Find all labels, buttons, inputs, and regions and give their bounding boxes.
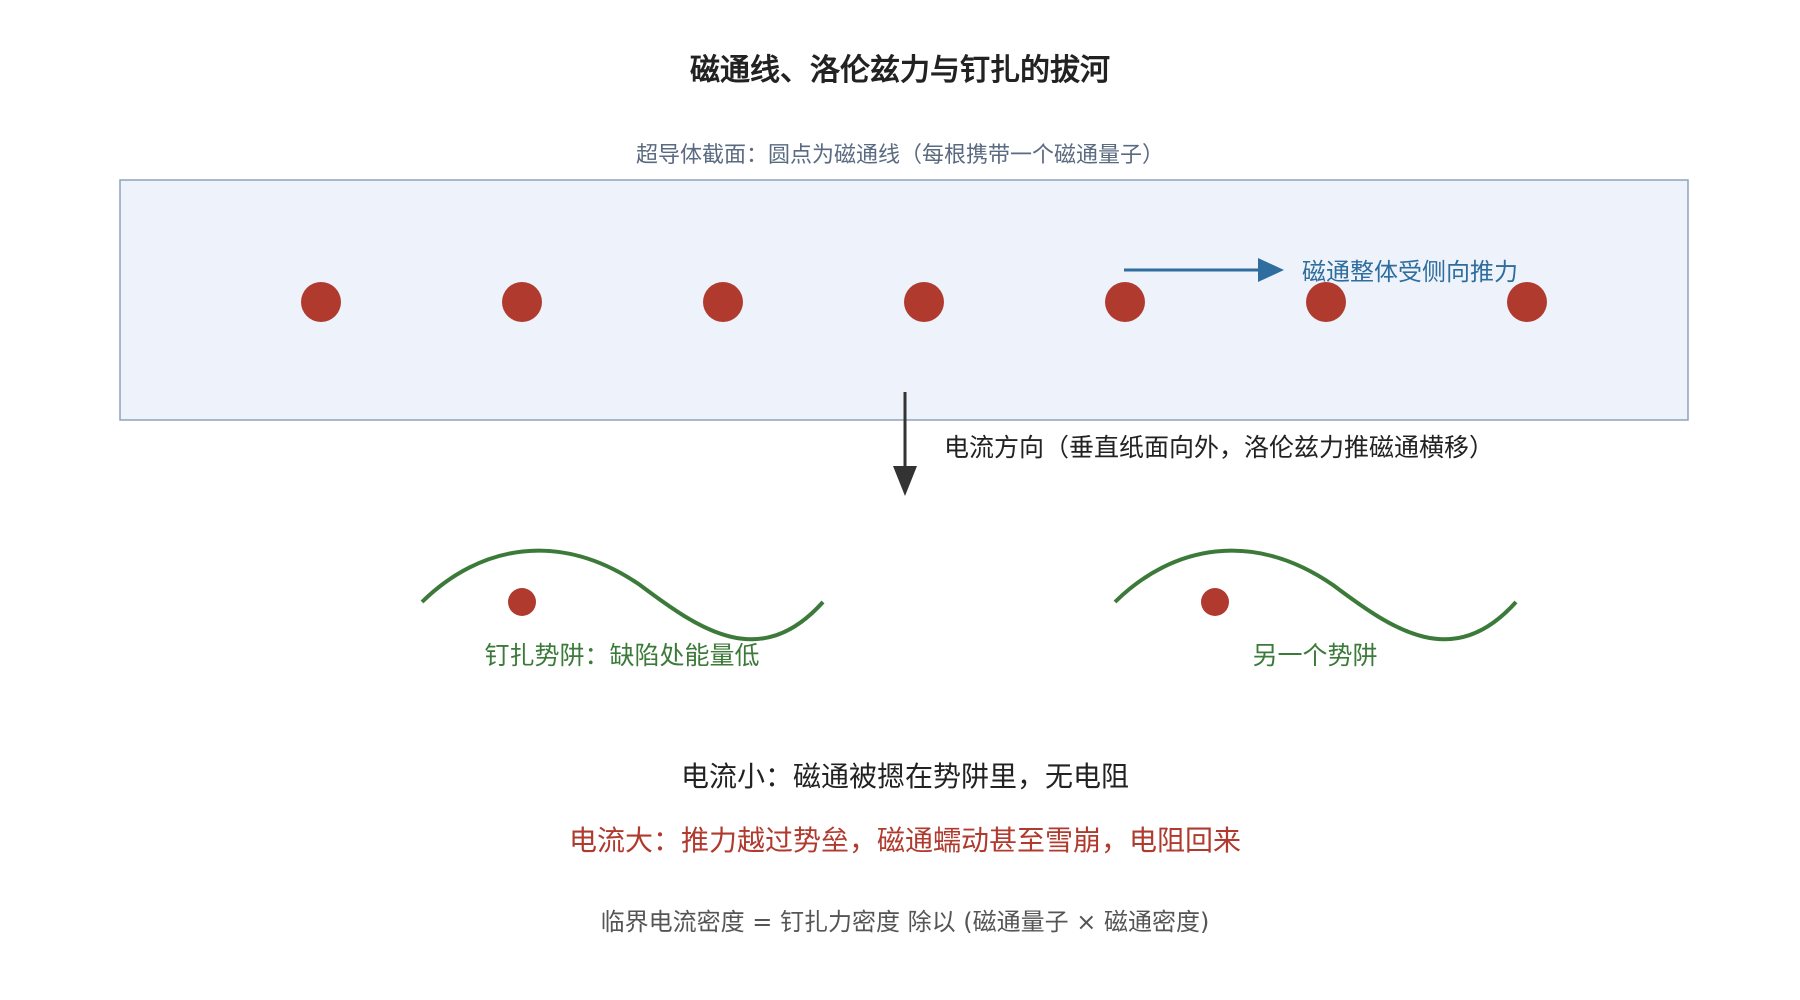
superconductor-panel bbox=[119, 179, 1689, 421]
flux-line-dot bbox=[502, 282, 542, 322]
pinning-well-curve-2 bbox=[1113, 548, 1518, 642]
push-label: 磁通整体受侧向推力 bbox=[1302, 258, 1518, 286]
flux-line-dot bbox=[1306, 282, 1346, 322]
section-label: 超导体截面：圆点为磁通线（每根携带一个磁通量子） bbox=[636, 143, 1164, 168]
pinning-well-label-2: 另一个势阱 bbox=[1252, 641, 1377, 670]
push-arrow-head bbox=[1258, 258, 1284, 282]
flux-line-dot bbox=[904, 282, 944, 322]
pinning-well-label-1: 钉扎势阱：缺陷处能量低 bbox=[484, 641, 759, 670]
pinned-flux-dot-2 bbox=[1201, 588, 1229, 616]
low-current-text: 电流小：磁通被摁在势阱里，无电阻 bbox=[681, 760, 1129, 793]
high-current-text: 电流大：推力越过势垒，磁通蠕动甚至雪崩，电阻回来 bbox=[569, 824, 1241, 857]
flux-line-dot bbox=[1507, 282, 1547, 322]
pinned-flux-dot-1 bbox=[508, 588, 536, 616]
flux-line-dot bbox=[301, 282, 341, 322]
flux-line-dot bbox=[703, 282, 743, 322]
current-direction-label: 电流方向（垂直纸面向外，洛伦兹力推磁通横移） bbox=[944, 433, 1494, 462]
diagram-title: 磁通线、洛伦兹力与钉扎的拔河 bbox=[690, 53, 1110, 88]
critical-current-formula: 临界电流密度 = 钉扎力密度 除以 (磁通量子 × 磁通密度) bbox=[601, 908, 1210, 936]
flux-lines bbox=[301, 282, 1547, 322]
pinning-well-curve-1 bbox=[420, 548, 825, 642]
current-arrow-head bbox=[893, 466, 917, 496]
flux-line-dot bbox=[1105, 282, 1145, 322]
